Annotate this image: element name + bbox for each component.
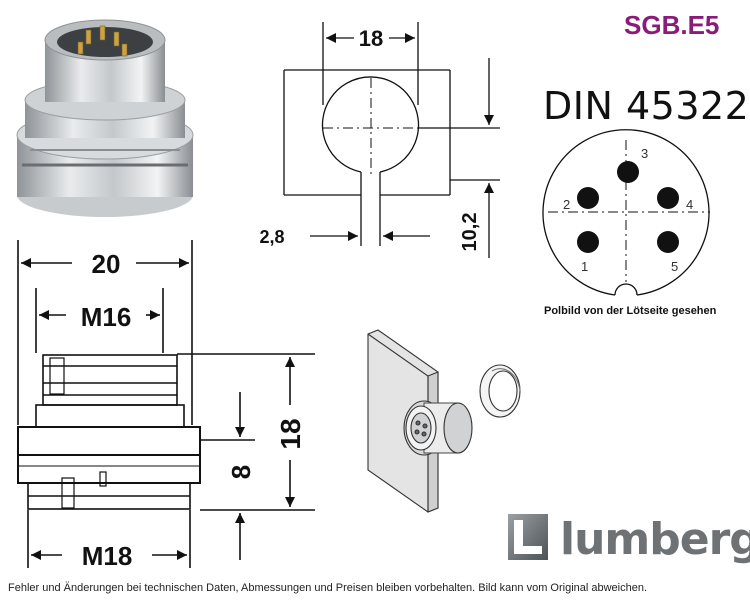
depth-label: 8 <box>226 465 256 479</box>
pin-4-label: 4 <box>686 197 693 212</box>
standard-title: DIN 45322 <box>543 84 750 128</box>
product-code: SGB.E5 <box>624 10 720 40</box>
cutout-flat-label: 10,2 <box>459 213 481 252</box>
pin-4-icon <box>657 187 679 209</box>
side-view-drawing <box>17 240 315 568</box>
pin-5-label: 5 <box>671 259 678 274</box>
thread-top-label: M16 <box>81 302 132 332</box>
pin-3-icon <box>617 161 639 183</box>
pin-3-label: 3 <box>641 146 648 161</box>
disclaimer-footer: Fehler und Änderungen bei technischen Da… <box>8 582 648 594</box>
brand-wordmark: lumberg <box>560 514 750 565</box>
height-label: 18 <box>275 418 306 449</box>
pin-2-label: 2 <box>563 197 570 212</box>
pin-5-icon <box>657 231 679 253</box>
thread-bottom-label: M18 <box>82 541 133 571</box>
pin-1-label: 1 <box>581 259 588 274</box>
lumberg-logo-icon <box>508 514 548 560</box>
pin-layout-diagram <box>542 129 710 296</box>
panel-cutout-drawing <box>283 22 500 258</box>
cutout-slot-label: 2,8 <box>259 227 284 247</box>
pin-2-icon <box>577 187 599 209</box>
pin-view-caption: Polbild von der Lötseite gesehen <box>544 305 717 317</box>
cutout-width-label: 18 <box>359 26 383 51</box>
pin-1-icon <box>577 231 599 253</box>
connector-photo <box>16 19 194 217</box>
flange-width-label: 20 <box>92 249 121 279</box>
mounting-sketch <box>367 329 521 513</box>
